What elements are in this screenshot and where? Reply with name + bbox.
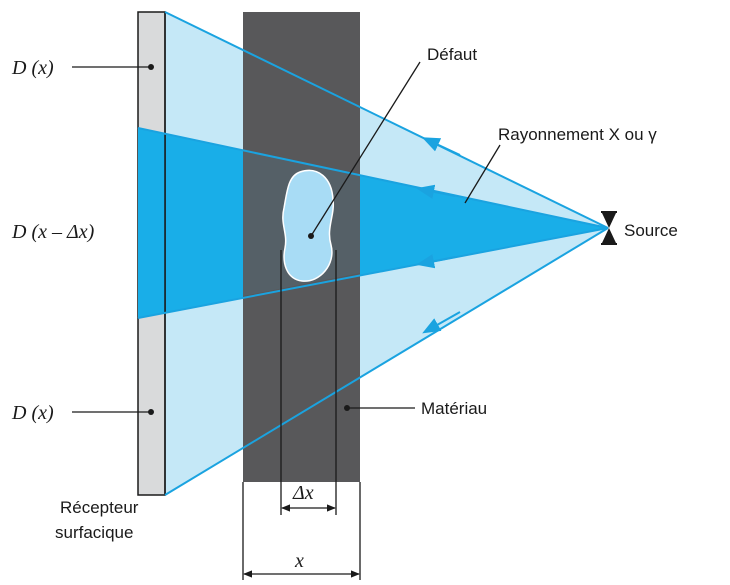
ray-arrow-upper-mid (416, 184, 456, 199)
receiver-exposed-zone (138, 128, 165, 318)
label-receiver-line2: surfacique (55, 523, 133, 542)
leader-defect (310, 61, 421, 237)
beam-edge-top (164, 11, 609, 229)
label-receiver-line1: Récepteur (60, 498, 139, 517)
label-density-bottom: D (x) (11, 402, 54, 424)
beam-edge-bottom (164, 227, 609, 496)
defect-dot (308, 233, 314, 239)
label-defect-thickness: Δx (292, 482, 314, 504)
material-dot (344, 405, 350, 411)
label-thickness: x (294, 550, 304, 572)
density-top-dot (148, 64, 154, 70)
label-density-mid: D (x – Δx) (11, 221, 95, 243)
defect-shape (282, 169, 335, 282)
label-radiation: Rayonnement X ou γ (498, 125, 657, 144)
label-density-top: D (x) (11, 57, 54, 79)
leader-radiation (464, 144, 501, 204)
ray-arrow-bottom (422, 311, 461, 334)
label-source: Source (624, 221, 678, 240)
dense-edge-top (137, 127, 609, 229)
label-material: Matériau (421, 399, 487, 418)
dense-edge-bottom (137, 227, 609, 319)
source-icon (601, 211, 617, 245)
ray-arrow-lower-mid (416, 254, 456, 269)
ray-arrow-top (421, 137, 461, 156)
density-bottom-dot (148, 409, 154, 415)
label-defect: Défaut (427, 45, 477, 64)
